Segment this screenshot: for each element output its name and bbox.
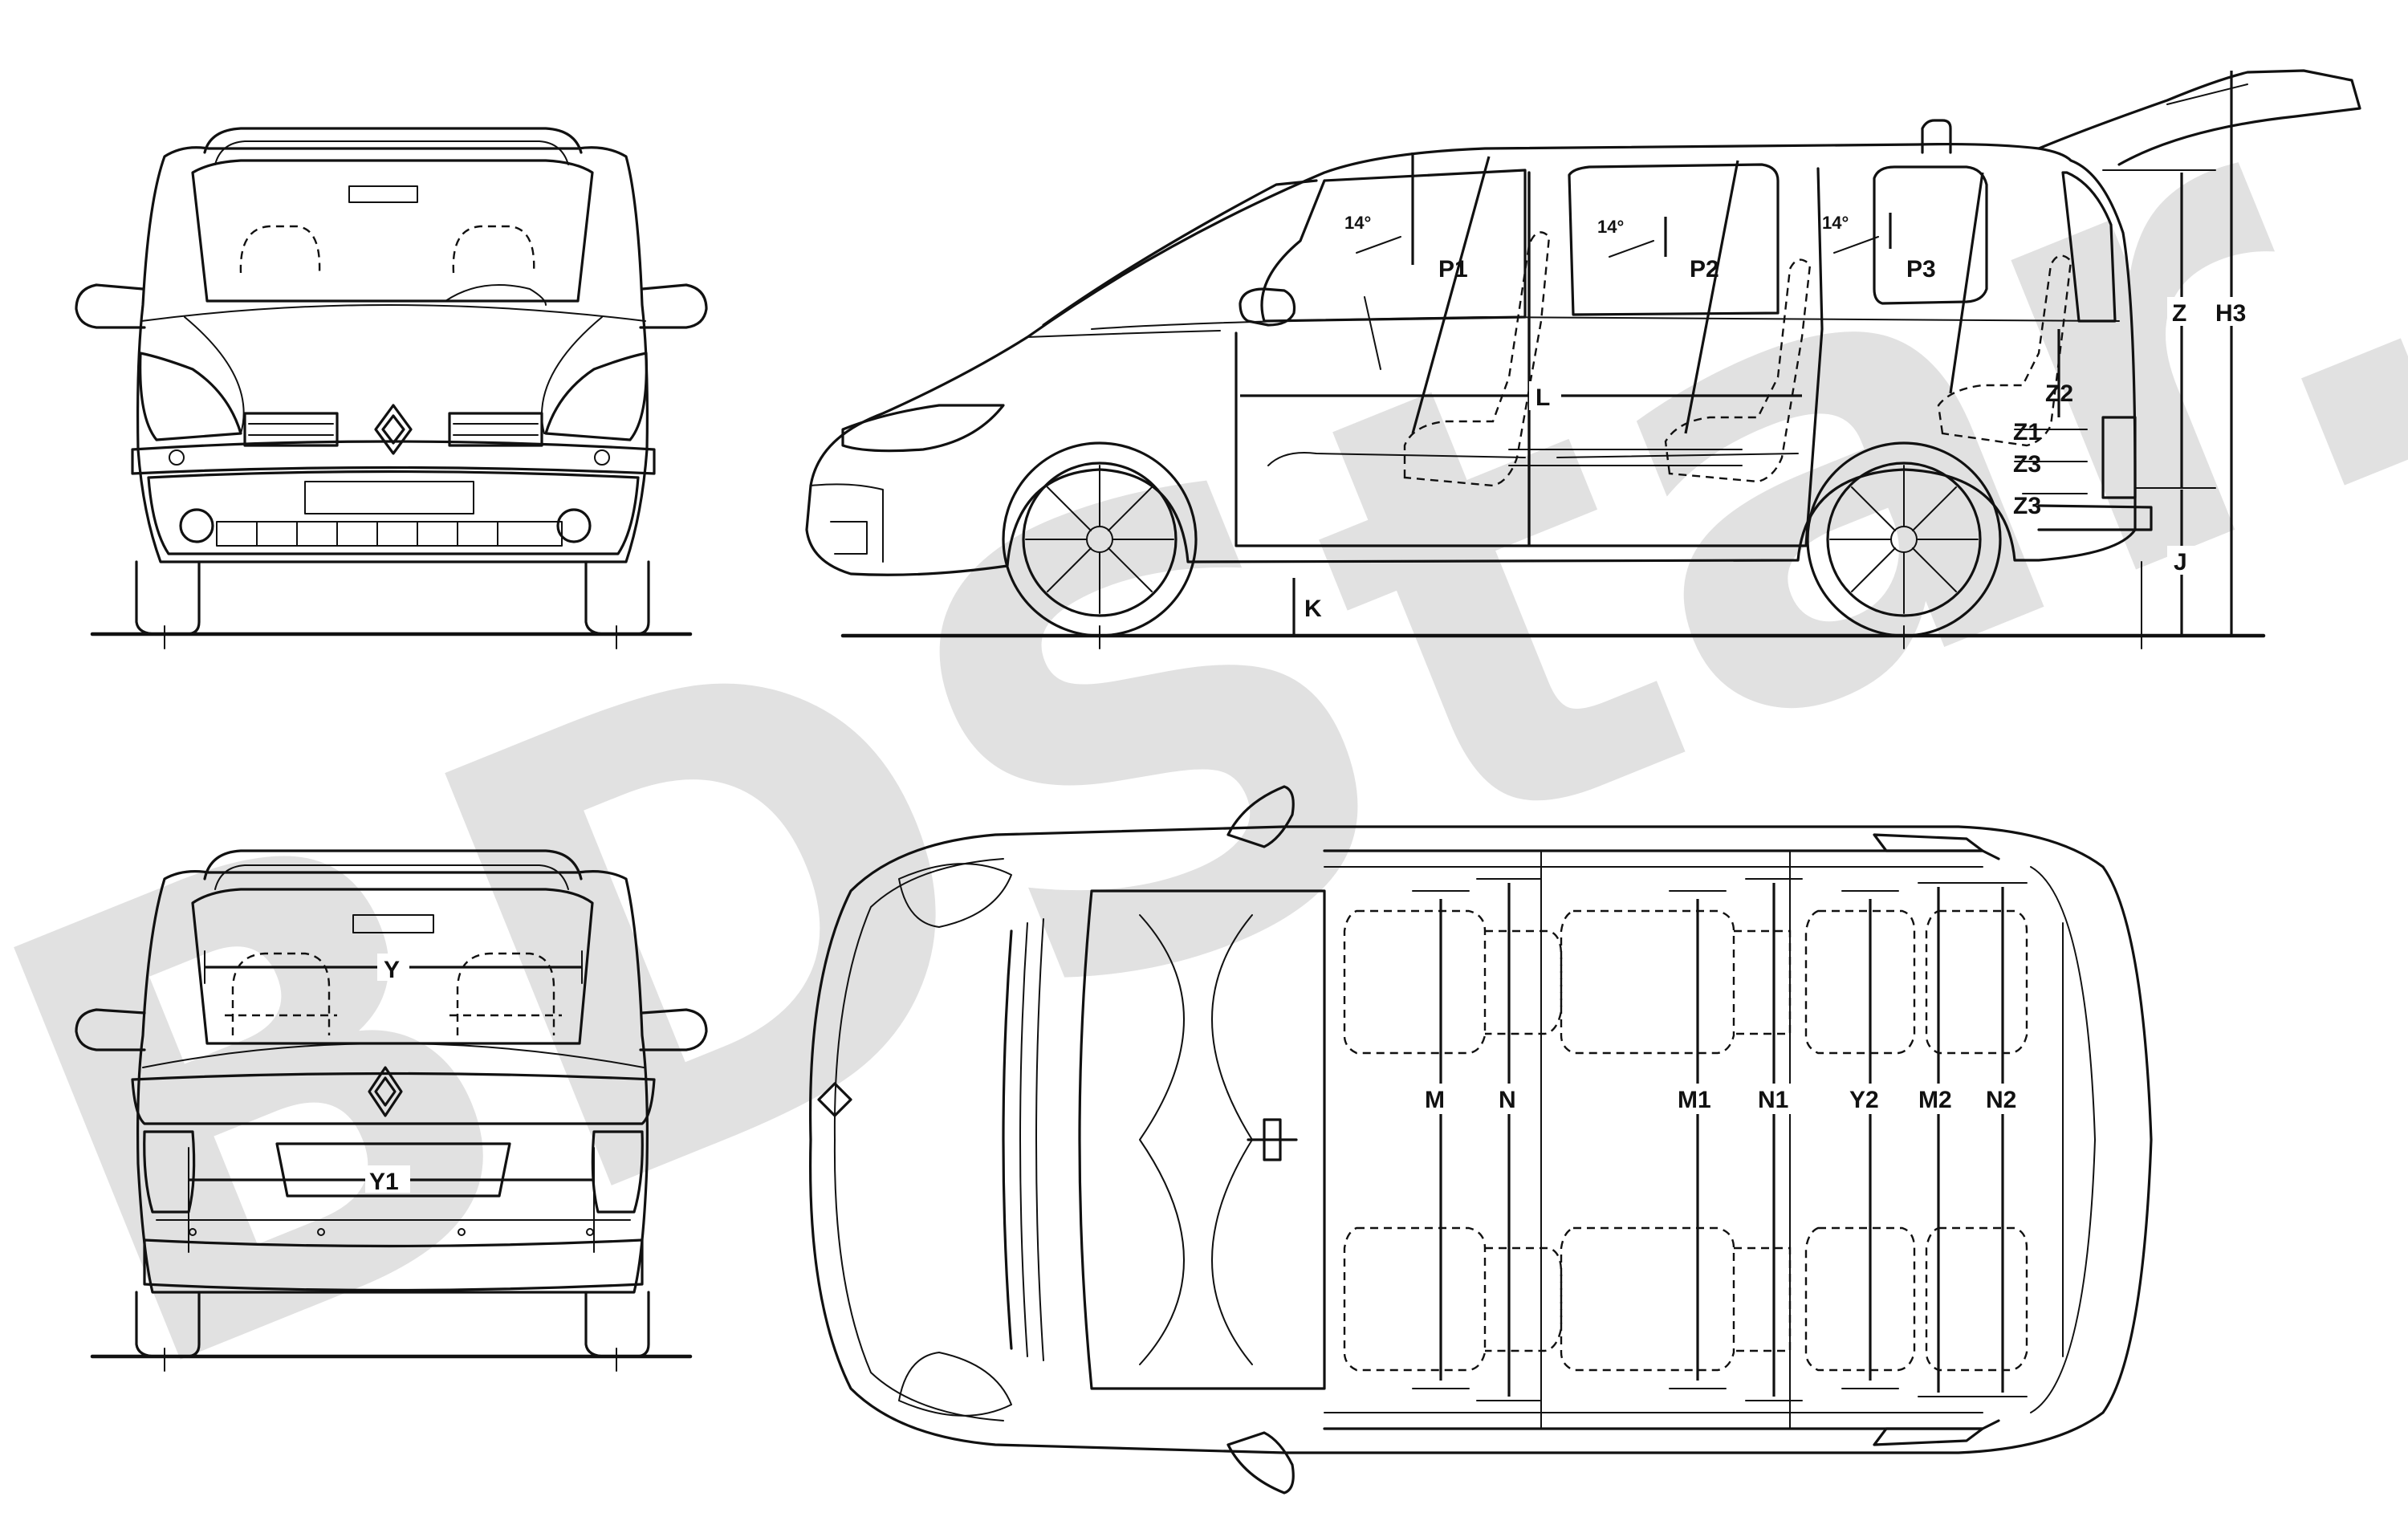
front-lower-grille	[147, 470, 640, 555]
label-N1: N1	[1758, 1087, 1788, 1113]
label-M2: M2	[1918, 1087, 1952, 1113]
top-logo	[817, 1082, 852, 1117]
label-K: K	[1304, 596, 1322, 622]
front-right-wheel	[584, 560, 650, 636]
top-left-mirror	[1226, 785, 1295, 848]
side-mirror	[1239, 287, 1296, 327]
label-L: L	[1536, 384, 1550, 411]
front-left-headlight	[139, 352, 242, 441]
side-rear-wheel	[1806, 441, 2002, 637]
label-Z3b: Z3	[2013, 493, 2041, 519]
label-P3: P3	[1906, 256, 1936, 283]
label-H3: H3	[2215, 300, 2246, 327]
label-Y2: Y2	[1849, 1087, 1879, 1113]
side-middle-seat	[1664, 258, 1812, 483]
top-dimension-labels: M N M1 N1 Y2 M2 N2	[1421, 1084, 2028, 1114]
top-body-outline	[809, 825, 2153, 1454]
label-Z3a: Z3	[2013, 451, 2041, 478]
front-right-headlight	[544, 352, 648, 441]
front-view	[75, 127, 708, 649]
rear-right-taillight	[591, 1130, 644, 1214]
front-grille	[243, 412, 543, 447]
rear-right-wheel	[584, 1291, 650, 1358]
label-Z1: Z1	[2013, 419, 2041, 445]
side-windshield	[1042, 179, 1318, 327]
rear-logo	[368, 1066, 403, 1117]
label-Z: Z	[2172, 300, 2186, 327]
side-headlight	[841, 404, 1005, 453]
front-left-foglight	[179, 508, 214, 543]
side-tail-light	[2101, 416, 2137, 499]
label-Y1: Y1	[369, 1169, 399, 1195]
label-J: J	[2174, 549, 2187, 575]
side-sliding-door	[1527, 167, 1824, 547]
top-hood-edge	[1002, 929, 1013, 1350]
label-P2: P2	[1690, 256, 1719, 283]
label-M: M	[1425, 1087, 1445, 1113]
side-front-wheel	[1002, 441, 1198, 637]
top-front-roof-glass	[1078, 889, 1326, 1390]
top-view: M N M1 N1 Y2 M2 N2	[809, 785, 2153, 1494]
top-dimension-lines	[1412, 878, 2028, 1401]
rear-right-mirror	[639, 1008, 708, 1051]
angle-rear: 14°	[1822, 213, 1849, 233]
angle-middle: 14°	[1597, 217, 1624, 237]
front-right-mirror	[639, 283, 708, 329]
front-logo	[374, 404, 413, 455]
side-dimension-lines	[1240, 71, 2256, 636]
label-P1: P1	[1438, 256, 1468, 283]
label-N: N	[1499, 1087, 1516, 1113]
side-rear-window	[1873, 165, 1988, 305]
rear-plate-recess	[275, 1142, 511, 1198]
side-view: P1 P2 P3 14° 14° 14° L K Z J H3 Z2 Z1 Z3…	[805, 69, 2361, 649]
front-right-foglight	[556, 508, 592, 543]
front-left-wheel	[135, 560, 201, 636]
front-left-mirror	[75, 283, 146, 329]
side-body-outline	[805, 142, 2137, 576]
side-rear-seat	[1937, 254, 2072, 447]
top-seats	[1343, 909, 2028, 1372]
rear-window	[191, 888, 594, 1045]
label-N2: N2	[1986, 1087, 2016, 1113]
rear-left-mirror	[75, 1008, 146, 1051]
side-dimension-labels: P1 P2 P3 14° 14° 14° L K Z J H3 Z2 Z1 Z3…	[1304, 213, 2255, 622]
rear-view: Y Y1	[75, 849, 708, 1372]
label-Z2: Z2	[2045, 380, 2073, 407]
label-Y: Y	[384, 957, 400, 983]
angle-front: 14°	[1344, 213, 1371, 233]
side-middle-window	[1568, 163, 1780, 316]
front-body-outline	[136, 146, 649, 563]
label-M1: M1	[1678, 1087, 1711, 1113]
side-front-window	[1260, 169, 1527, 323]
rear-body-outline	[136, 870, 649, 1294]
front-windshield	[191, 159, 594, 303]
top-right-mirror	[1226, 1431, 1295, 1494]
rear-left-wheel	[135, 1291, 201, 1358]
